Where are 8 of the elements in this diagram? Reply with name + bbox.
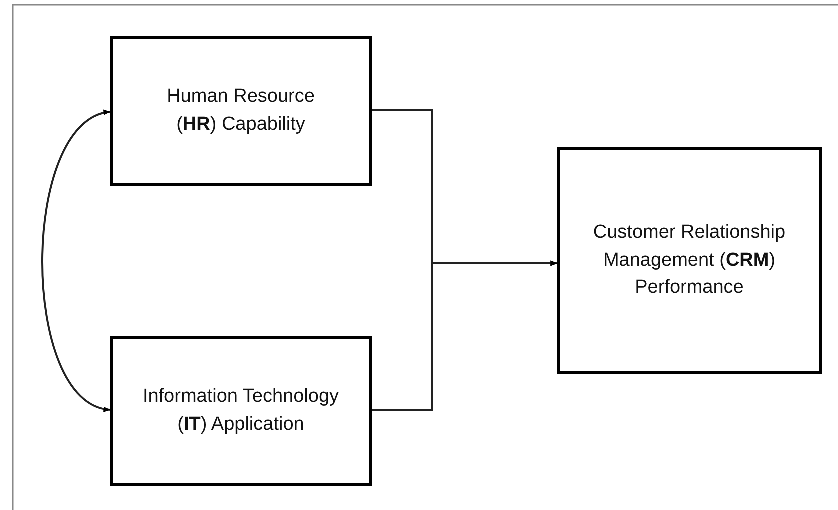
box-label: Human Resource (HR) Capability [166, 85, 316, 137]
box-label: Information Technology (IT) Application [142, 385, 340, 437]
process-box [110, 336, 372, 486]
process-box [110, 36, 372, 186]
arrow [372, 260, 558, 411]
process-box [557, 147, 822, 374]
box-label: Customer Relationship Management (CRM) Performance [592, 221, 787, 300]
arrow [42, 111, 111, 411]
